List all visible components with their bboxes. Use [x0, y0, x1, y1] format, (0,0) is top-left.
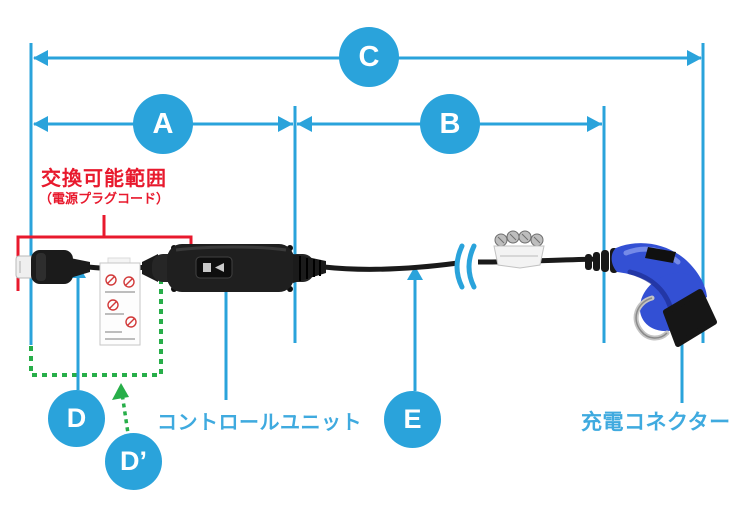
arrowhead-right-icon: [587, 116, 602, 132]
charging-connector-label: 充電コネクター: [581, 411, 731, 434]
arrowhead-up-icon: [112, 383, 129, 400]
badge-c: C: [339, 27, 399, 87]
connector-latch: [645, 247, 676, 263]
arrowhead-left-icon: [33, 116, 48, 132]
cable-break-icon: [454, 242, 477, 291]
badge-e: E: [384, 391, 441, 448]
arrowhead-left-icon: [297, 116, 312, 132]
leader-lines: [76, 270, 684, 403]
replaceable-range-title: 交換可能範囲: [41, 168, 167, 190]
badge-b-label: B: [439, 107, 461, 140]
badge-d-label: D: [66, 403, 87, 433]
warning-tag: [99, 257, 141, 346]
badge-c-label: C: [358, 40, 380, 73]
warning-icons: [105, 274, 137, 328]
arrowhead-right-icon: [687, 50, 702, 66]
connector-tip: [663, 289, 717, 347]
badge-d-prime: D’: [105, 433, 162, 490]
cable-mid: [323, 260, 459, 272]
badge-a-label: A: [152, 107, 174, 140]
replaceable-range-subtitle: （電源プラグコード）: [38, 191, 169, 206]
certification-tag: [493, 230, 545, 269]
control-unit: [142, 244, 326, 292]
arrowhead-up-icon: [407, 266, 423, 280]
arrowhead-left-icon: [33, 50, 48, 66]
strain-relief: [293, 254, 326, 283]
badge-d: D: [48, 390, 105, 447]
charging-connector: [585, 243, 717, 347]
badge-a: A: [133, 94, 193, 154]
brand-logo: [195, 256, 233, 279]
badge-d-prime-label: D’: [120, 446, 147, 476]
arrowhead-right-icon: [278, 116, 293, 132]
tag-text-lines: [105, 291, 135, 340]
power-plug: [15, 250, 90, 284]
replaceable-range-note: 交換可能範囲 （電源プラグコード）: [24, 168, 184, 207]
badge-e-label: E: [403, 404, 422, 434]
badge-b: B: [420, 94, 480, 154]
control-unit-label: コントロールユニット: [157, 412, 362, 434]
